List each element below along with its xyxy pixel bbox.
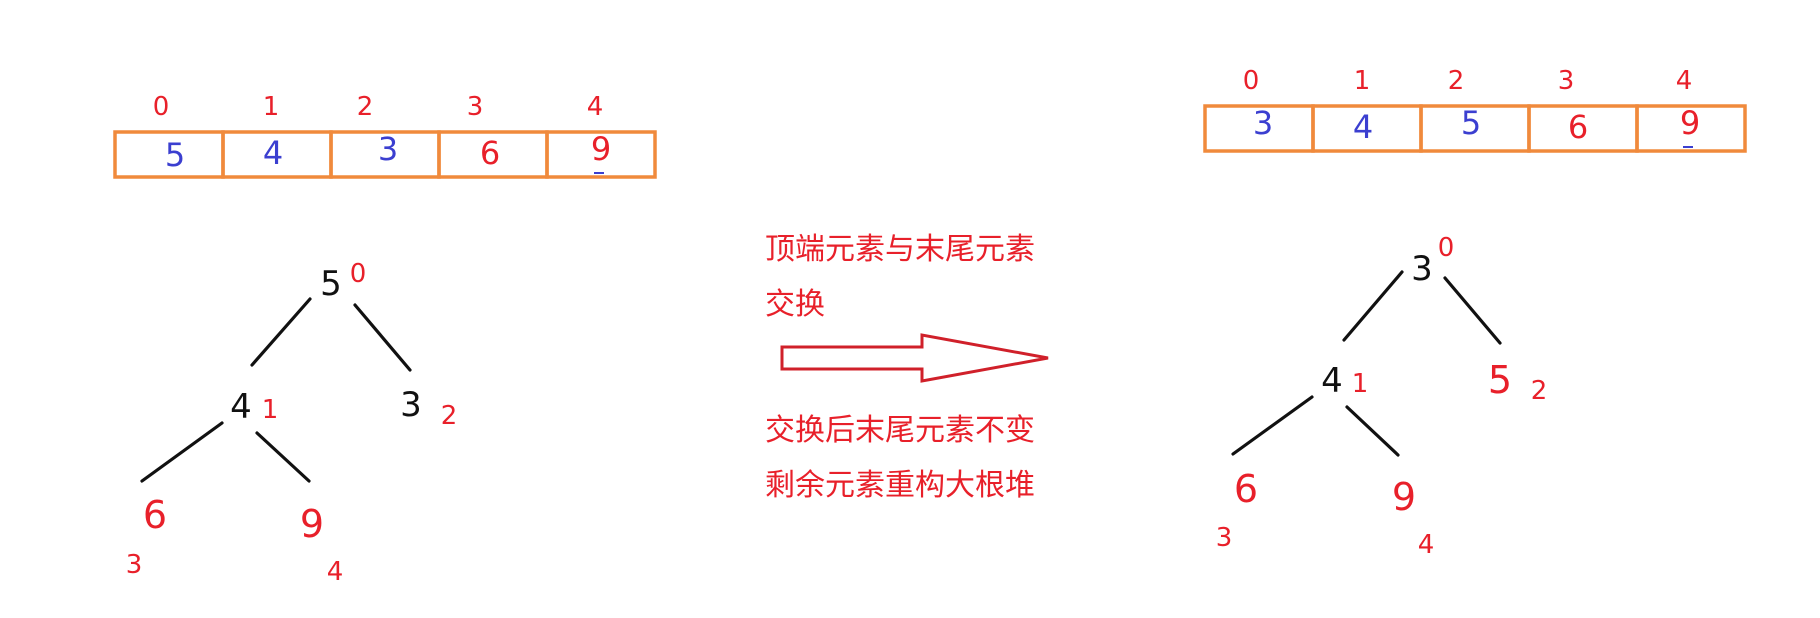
left-array-index-1: 1 (263, 92, 280, 122)
right-array-value-0: 3 (1253, 104, 1273, 142)
left-array-index-2: 2 (357, 92, 374, 122)
caption-top-line-2: 交换 (765, 287, 825, 322)
right-tree-edge-1-3 (1231, 395, 1314, 456)
left-array-cell-4 (545, 130, 657, 179)
left-array-value-0: 5 (165, 136, 185, 174)
left-array-value-2: 3 (378, 130, 398, 168)
right-array-index-0: 0 (1243, 66, 1260, 96)
left-tree-index-2: 2 (441, 401, 458, 431)
left-array-index-0: 0 (153, 92, 170, 122)
right-tree-node-0: 3 (1411, 249, 1433, 289)
right-tree-index-0: 0 (1438, 233, 1455, 263)
left-tree-edge-0-1 (250, 297, 312, 367)
right-tree-index-4: 4 (1418, 530, 1435, 560)
left-tree-index-4: 4 (327, 557, 344, 587)
left-tree-node-0: 5 (320, 264, 342, 304)
middle-section: 顶端元素与末尾元素 交换 交换后末尾元素不变 剩余元素重构大根堆 (765, 232, 1049, 503)
right-array-index-4: 4 (1676, 66, 1693, 96)
left-tree-node-1: 4 (230, 387, 252, 427)
right-array-value-1: 4 (1353, 108, 1373, 146)
left-tree-edge-1-4 (255, 431, 311, 483)
left-array-index-3: 3 (467, 92, 484, 122)
right-tree-node-4: 9 (1392, 475, 1416, 519)
right-tree: 3 0 4 1 5 2 6 3 9 4 (1216, 233, 1548, 560)
right-tree-node-3: 6 (1234, 467, 1258, 511)
left-array-value-4: 9 (591, 130, 611, 168)
right-array-index-1: 1 (1354, 66, 1371, 96)
right-tree-edge-1-4 (1345, 405, 1400, 457)
left-tree-edge-1-3 (140, 421, 224, 483)
left-tree-node-2: 3 (400, 385, 422, 425)
right-tree-index-2: 2 (1531, 376, 1548, 406)
right-array-cell-4 (1635, 104, 1747, 153)
left-array-value-3: 6 (480, 134, 500, 172)
right-array-value-2: 5 (1461, 104, 1481, 142)
right-tree-edge-0-2 (1443, 276, 1502, 345)
left-tree-node-3: 6 (143, 493, 167, 537)
caption-top-line-1: 顶端元素与末尾元素 (765, 232, 1035, 267)
caption-bottom-line-1: 交换后末尾元素不变 (765, 413, 1035, 448)
left-array-index-4: 4 (587, 92, 604, 122)
left-tree-index-0: 0 (350, 259, 367, 289)
left-tree: 5 0 4 1 3 2 6 3 9 4 (126, 259, 458, 587)
right-arrow-icon (780, 333, 1049, 383)
right-tree-node-1: 4 (1321, 361, 1343, 401)
left-array: 0 1 2 3 4 5 4 3 6 9 (113, 92, 657, 179)
left-array-value-1: 4 (263, 134, 283, 172)
left-tree-edge-0-2 (353, 303, 412, 372)
left-tree-node-4: 9 (300, 502, 324, 546)
right-array-value-3: 6 (1568, 108, 1588, 146)
left-tree-index-1: 1 (262, 395, 279, 425)
caption-bottom-line-2: 剩余元素重构大根堆 (765, 468, 1035, 503)
right-array-index-2: 2 (1448, 66, 1465, 96)
right-tree-node-2: 5 (1488, 358, 1512, 402)
right-array-value-4: 9 (1680, 104, 1700, 142)
right-tree-edge-0-1 (1342, 270, 1404, 342)
right-tree-index-3: 3 (1216, 523, 1233, 553)
left-tree-index-3: 3 (126, 550, 143, 580)
right-tree-index-1: 1 (1352, 369, 1369, 399)
right-array: 0 1 2 3 4 3 4 5 6 9 (1203, 66, 1747, 153)
right-array-index-3: 3 (1558, 66, 1575, 96)
